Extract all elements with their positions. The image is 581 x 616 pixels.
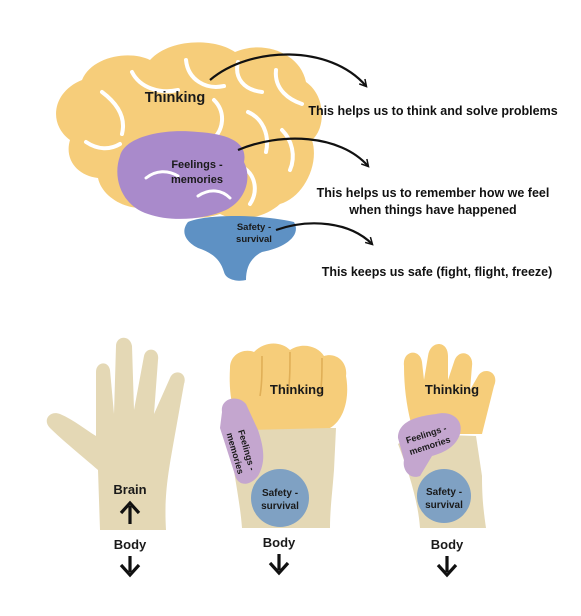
brain-survival-label: survival: [236, 234, 272, 245]
fist-hand: Thinking Feelings - memories Safety - su…: [220, 343, 348, 576]
tucked-thinking-fingers: [403, 344, 496, 434]
open-hand: Brain Body: [46, 337, 185, 578]
fist-thinking-label: Thinking: [270, 382, 324, 397]
feelings-arrow: [237, 137, 368, 166]
fist-body-label: Body: [263, 535, 296, 550]
brain-feelings-region: [117, 131, 248, 219]
thinking-description: This helps us to think and solve problem…: [308, 104, 557, 118]
tucked-safety-label: Safety -: [426, 487, 462, 498]
open-hand-shape: [46, 337, 185, 530]
fist-survival-label: survival: [261, 501, 299, 512]
safety-arrow: [275, 222, 372, 244]
tucked-thinking-label: Thinking: [425, 382, 479, 397]
tucked-thumb-hand: Thinking Feelings - memories Safety - su…: [398, 344, 496, 578]
down-arrow: [119, 556, 141, 578]
brain-feelings-label: Feelings -: [171, 159, 223, 171]
brain-safety-label: Safety -: [237, 222, 271, 233]
open-hand-body-label: Body: [114, 537, 147, 552]
brain-memories-label: memories: [171, 174, 223, 186]
open-hand-brain-label: Brain: [113, 482, 146, 497]
tucked-body-label: Body: [431, 537, 464, 552]
brain-safety-region: [184, 216, 296, 281]
fist-safety-label: Safety -: [262, 488, 298, 499]
feelings-folds: [144, 170, 232, 200]
brain-illustration: [56, 42, 322, 281]
tucked-down-arrow: [436, 556, 458, 578]
up-arrow: [119, 500, 141, 524]
fist-safety-region: [251, 469, 309, 527]
brain-thinking-label: Thinking: [145, 90, 205, 106]
fist-feelings-thumb: [220, 398, 264, 484]
feelings-description-line2: when things have happened: [348, 203, 516, 217]
feelings-description-line1: This helps us to remember how we feel: [317, 186, 550, 200]
tucked-feelings-thumb: [398, 413, 461, 477]
fist-down-arrow: [268, 554, 290, 576]
safety-description: This keeps us safe (fight, flight, freez…: [322, 265, 553, 279]
fist-knuckle-lines: [259, 351, 323, 397]
tucked-survival-label: survival: [425, 500, 463, 511]
tucked-safety-region: [417, 469, 471, 523]
thinking-arrow: [209, 53, 366, 86]
